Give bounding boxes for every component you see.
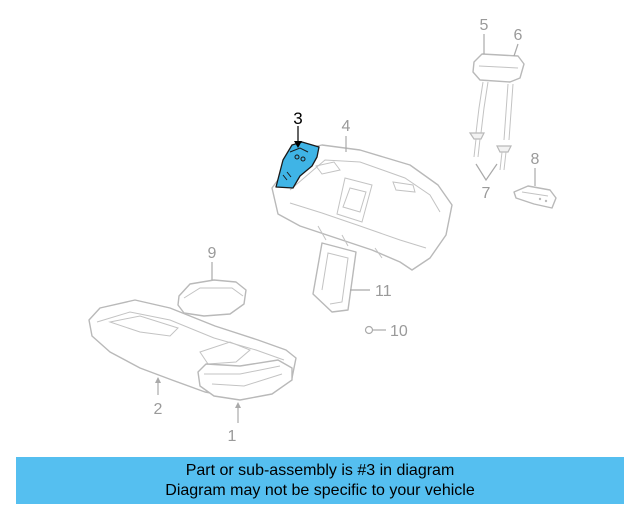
callout-4: 4: [342, 118, 351, 135]
arrow-3: [294, 141, 302, 148]
callout-8: 8: [531, 151, 540, 168]
callout-7: 7: [482, 185, 491, 202]
leader-7: [475, 163, 498, 182]
part-5-6-headrest: [472, 53, 525, 141]
callout-9: 9: [208, 245, 217, 262]
callout-2: 2: [154, 401, 163, 418]
banner-line-2: Diagram may not be specific to your vehi…: [165, 481, 475, 499]
arrow-1: [235, 402, 241, 408]
callout-1: 1: [228, 428, 237, 445]
banner-line-1: Part or sub-assembly is #3 in diagram: [185, 461, 455, 479]
info-banner: Part or sub-assembly is #3 in diagram Di…: [16, 457, 624, 504]
callout-11: 11: [375, 283, 392, 300]
part-1-seat-cushion-side: [197, 359, 293, 401]
part-4-seat-back: [271, 144, 453, 271]
part-7-headrest-guides: [468, 132, 512, 171]
part-9-armrest: [177, 279, 247, 317]
part-8-trim: [513, 185, 557, 209]
parts-diagram: 1 2 3 4 5 6 7 8 9 10 11: [88, 17, 557, 445]
part-11-panel: [312, 242, 357, 313]
callout-5: 5: [480, 17, 489, 34]
leader-6: [513, 43, 519, 57]
callout-3: 3: [293, 109, 302, 128]
callout-10: 10: [390, 323, 408, 340]
part-10-fastener: [364, 325, 386, 335]
callout-6: 6: [514, 27, 523, 44]
arrow-2: [155, 377, 161, 383]
